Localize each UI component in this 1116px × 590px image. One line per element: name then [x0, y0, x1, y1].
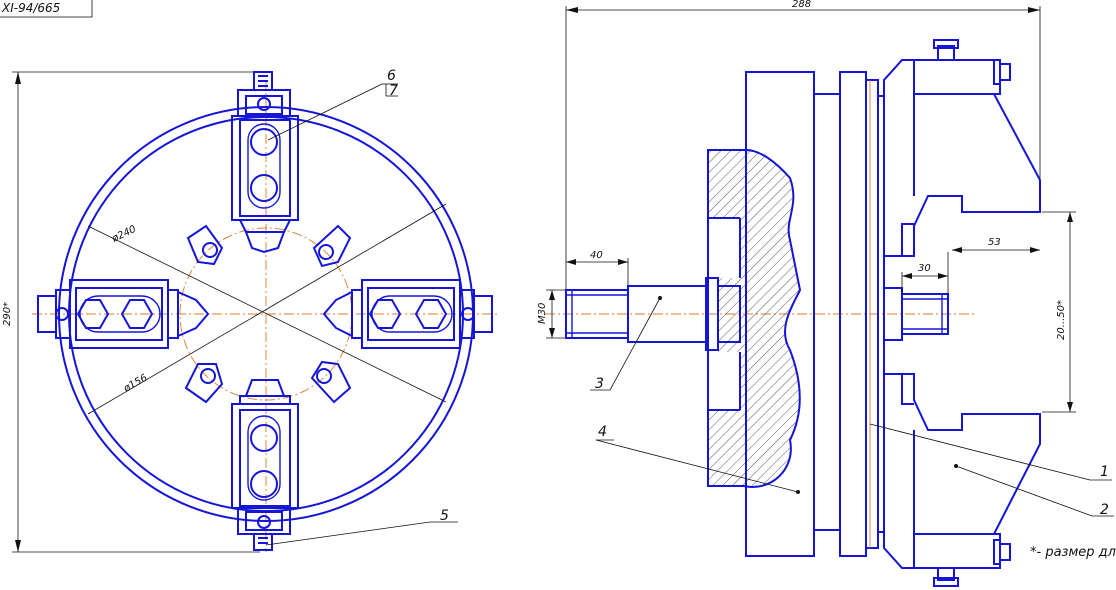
dim-bolt-circle: ø156: [121, 372, 149, 395]
dim-jaw-range: 20...50*: [1056, 300, 1067, 340]
jaw-top: [231, 71, 299, 254]
callout-5: 5: [440, 508, 449, 524]
callout-7: 7: [389, 83, 398, 99]
callout-3: 3: [595, 376, 604, 392]
side-jaw-lower: [883, 373, 1041, 587]
jaw-bottom: [231, 379, 299, 551]
dim-overall-length: 288: [792, 0, 811, 10]
cam-lug-bl: [184, 363, 224, 404]
dim-inner-dia: ø240: [110, 224, 138, 245]
callout-4: 4: [598, 424, 607, 440]
jaw-right: [322, 279, 493, 349]
dim-jaw-offset: 53: [988, 237, 1001, 248]
dim-thread: М30: [537, 303, 548, 324]
cam-lug-tr: [312, 224, 352, 268]
dim-overall-height: 290*: [2, 302, 13, 326]
callout-2: 2: [1100, 502, 1109, 518]
section-hatch: [708, 150, 800, 487]
cam-lug-tl: [186, 224, 224, 266]
callout-1: 1: [1100, 464, 1109, 480]
callout-6: 6: [387, 68, 396, 84]
dim-shank-length: 40: [590, 250, 603, 261]
side-jaw-upper: [883, 39, 1041, 257]
front-stud: [901, 293, 949, 335]
jaw-left: [37, 279, 210, 349]
title-code: XI-94/665: [1, 1, 60, 15]
footnote: *- размер для: [1030, 545, 1116, 560]
front-view: ø240 ø156 290*: [2, 68, 500, 553]
title-box: XI-94/665: [0, 0, 93, 18]
side-view: 288 40 М30: [537, 0, 1114, 587]
dim-stud-length: 30: [918, 263, 931, 274]
cam-lug-br: [310, 360, 352, 404]
